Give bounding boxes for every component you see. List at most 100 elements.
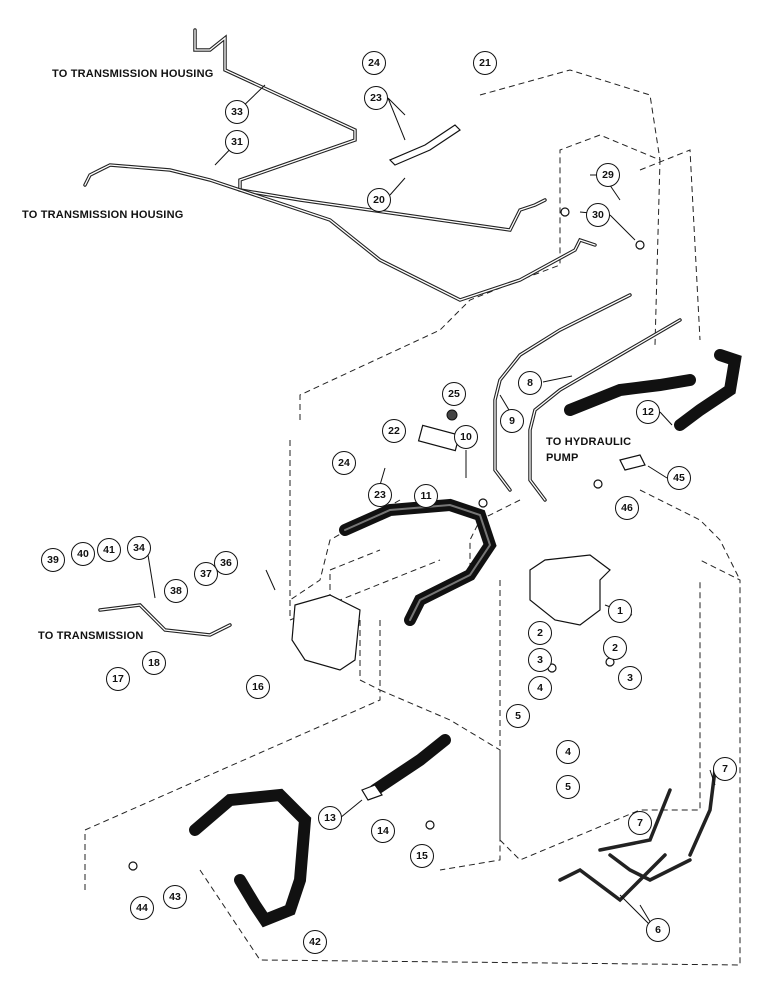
hose-13 [369, 734, 451, 796]
oring-11 [478, 498, 488, 508]
callout-9: 9 [500, 409, 524, 433]
hose-6b [608, 853, 692, 882]
callout-40: 40 [71, 542, 95, 566]
callout-37: 37 [194, 562, 218, 586]
callout-41: 41 [97, 538, 121, 562]
callout-8: 8 [518, 371, 542, 395]
fitting-25 [446, 409, 458, 421]
leader-13 [339, 799, 363, 819]
dashed-outline-lower [379, 620, 501, 871]
callout-5a: 5 [506, 704, 530, 728]
callout-22: 22 [382, 419, 406, 443]
callout-30: 30 [586, 203, 610, 227]
oring-46 [593, 479, 603, 489]
dashed-outline-upper [299, 134, 661, 420]
callout-5b: 5 [556, 775, 580, 799]
label-to-transmission: TO TRANSMISSION [38, 630, 144, 642]
dashed-outline-mid [329, 549, 381, 600]
hose-6a [558, 853, 667, 903]
callout-14: 14 [371, 819, 395, 843]
callout-36: 36 [214, 551, 238, 575]
tube-9-inner [494, 294, 631, 491]
callout-3a: 3 [528, 648, 552, 672]
dashed-outline-center-box [469, 499, 521, 580]
oring-15 [425, 820, 435, 830]
callout-38: 38 [164, 579, 188, 603]
tube-34-inner [99, 604, 231, 636]
callout-7b: 7 [713, 757, 737, 781]
callout-31: 31 [225, 130, 249, 154]
callout-2a: 2 [528, 621, 552, 645]
tube-31-inner [84, 164, 596, 301]
callout-11: 11 [414, 484, 438, 508]
hose-10 [339, 498, 497, 626]
callout-13: 13 [318, 806, 342, 830]
callout-25: 25 [442, 382, 466, 406]
dashed-outline-pump [639, 489, 741, 581]
callout-10: 10 [454, 425, 478, 449]
callout-44: 44 [130, 896, 154, 920]
callout-23b: 23 [368, 483, 392, 507]
callout-1: 1 [608, 599, 632, 623]
dashed-outline-right-low [499, 580, 701, 861]
callout-33: 33 [225, 100, 249, 124]
oring-30a [560, 207, 570, 217]
leader-45 [647, 465, 668, 479]
callout-6: 6 [646, 918, 670, 942]
hose-10-inner [344, 503, 492, 621]
callout-4b: 4 [556, 740, 580, 764]
leader-36 [265, 569, 276, 591]
leader-20 [389, 177, 406, 196]
leader-12 [659, 411, 673, 426]
leader-9 [499, 394, 510, 411]
callout-21: 21 [473, 51, 497, 75]
dashed-outline-bottom-left [84, 690, 381, 890]
callout-20: 20 [367, 188, 391, 212]
callout-16: 16 [246, 675, 270, 699]
callout-43: 43 [163, 885, 187, 909]
callout-12: 12 [636, 400, 660, 424]
callout-46: 46 [615, 496, 639, 520]
oring-44 [128, 861, 138, 871]
callout-7a: 7 [628, 811, 652, 835]
callout-29: 29 [596, 163, 620, 187]
callout-2b: 2 [603, 636, 627, 660]
callout-4a: 4 [528, 676, 552, 700]
tube-31 [83, 163, 597, 302]
callout-24b: 24 [332, 451, 356, 475]
hose-12 [564, 374, 696, 416]
hose-12-outer [674, 349, 742, 431]
tube-8-inner [529, 319, 681, 501]
callout-42: 42 [303, 930, 327, 954]
callout-34: 34 [127, 536, 151, 560]
callout-15: 15 [410, 844, 434, 868]
dashed-outline-top-bracket [479, 69, 661, 161]
callout-17: 17 [106, 667, 130, 691]
valve-block-1 [529, 554, 611, 626]
tube-7b [688, 768, 717, 857]
callout-24a: 24 [362, 51, 386, 75]
label-to-hydraulic-pump-line1: TO HYDRAULIC [546, 436, 632, 448]
elbow-13 [361, 784, 383, 801]
tube-33-inner [194, 29, 546, 231]
label-to-transmission-housing-mid: TO TRANSMISSION HOUSING [22, 209, 184, 221]
label-to-transmission-housing-top: TO TRANSMISSION HOUSING [52, 68, 214, 80]
callout-18: 18 [142, 651, 166, 675]
hose-42 [189, 788, 312, 928]
leader-23a [387, 97, 406, 141]
leader-23b [379, 467, 386, 486]
oring-30b [635, 240, 645, 250]
leader-8 [542, 375, 573, 383]
dashed-outline-valve-right [359, 620, 381, 691]
callout-23a: 23 [364, 86, 388, 110]
dashed-outline-valve-left [289, 440, 441, 621]
bracket-20 [388, 124, 461, 166]
callout-45: 45 [667, 466, 691, 490]
valve-16 [291, 594, 361, 671]
tee-45 [619, 454, 646, 471]
callout-39: 39 [41, 548, 65, 572]
label-to-hydraulic-pump-line2: PUMP [546, 452, 579, 464]
tube-7a [598, 788, 672, 852]
